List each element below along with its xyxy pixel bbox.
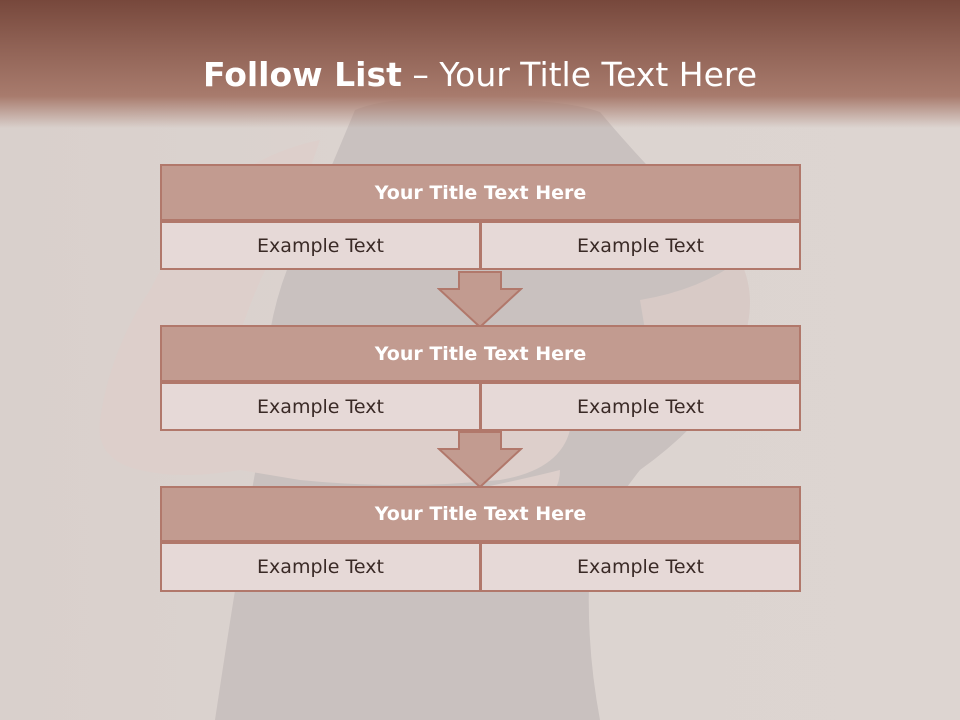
title-banner [0, 0, 960, 128]
block-cell-right: Example Text [480, 221, 801, 270]
page-title: Follow List – Your Title Text Here [0, 52, 960, 98]
block-cell-right: Example Text [480, 542, 801, 592]
block-cell-left: Example Text [160, 221, 481, 270]
block-title: Your Title Text Here [160, 164, 801, 221]
block-title: Your Title Text Here [160, 486, 801, 542]
title-bold-part: Follow List [202, 55, 402, 94]
block-cell-left: Example Text [160, 542, 481, 592]
title-regular-part: – Your Title Text Here [401, 55, 758, 94]
block-title: Your Title Text Here [160, 325, 801, 382]
block-cell-right: Example Text [480, 382, 801, 431]
down-arrow-icon [437, 431, 523, 489]
down-arrow-icon [437, 271, 523, 329]
block-cell-left: Example Text [160, 382, 481, 431]
